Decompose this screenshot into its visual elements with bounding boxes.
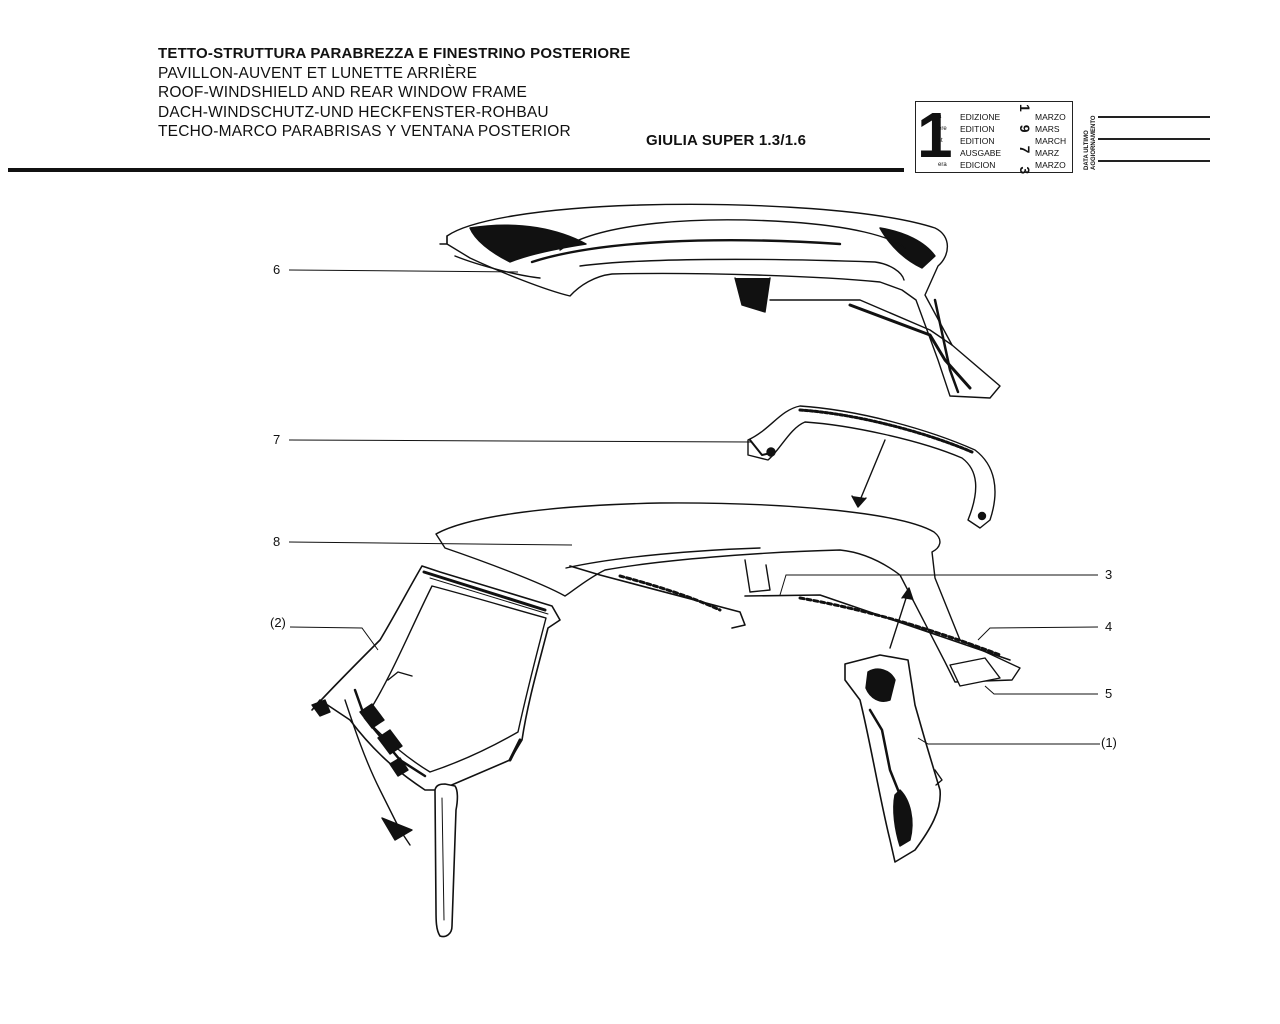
edition-suffix: ere [938, 126, 947, 132]
title-french: PAVILLON-AUVENT ET LUNETTE ARRIÈRE [158, 64, 478, 82]
callout-2: (2) [270, 615, 286, 630]
edition-label: EDITION [960, 136, 995, 146]
arrow-head [851, 495, 867, 508]
edition-suffix: era [938, 162, 947, 168]
leader-line-4 [977, 626, 1099, 641]
leader-line-6 [288, 269, 519, 273]
leader-line-1 [917, 737, 1100, 745]
leader-line-8 [288, 541, 573, 546]
rear-quarter-pillar [844, 654, 943, 863]
edition-suffix: st [938, 138, 943, 144]
title-german: DACH-WINDSCHUTZ-UND HECKFENSTER-ROHBAU [158, 103, 549, 121]
edition-month: MARZ [1035, 148, 1060, 158]
edition-month: MARS [1035, 124, 1060, 134]
leader-line-3 [779, 574, 1098, 596]
header-rule [8, 168, 904, 172]
model-name: GIULIA SUPER 1.3/1.6 [646, 132, 807, 149]
edition-label: AUSGABE [960, 148, 1002, 158]
revision-line [1098, 138, 1210, 140]
callout-8: 8 [273, 534, 281, 549]
edition-month: MARCH [1035, 136, 1067, 146]
assembly-arrow [889, 591, 909, 649]
title-block: TETTO-STRUTTURA PARABREZZA E FINESTRINO … [158, 44, 631, 142]
callout-7: 7 [273, 432, 281, 447]
revision-line [1098, 116, 1210, 118]
callout-3: 3 [1105, 567, 1113, 582]
roof-inner-panel [435, 502, 1021, 687]
edition-suffix: . [938, 150, 940, 156]
title-italian: TETTO-STRUTTURA PARABREZZA E FINESTRINO … [158, 45, 631, 62]
leader-line-5 [984, 685, 1098, 695]
arrow-head [901, 587, 914, 601]
edition-label: EDICION [960, 160, 996, 170]
leader-line-7 [288, 439, 753, 443]
callout-5: 5 [1105, 686, 1113, 701]
edition-suffix: a [938, 114, 942, 120]
edition-number: 1 [917, 99, 953, 171]
callout-6: 6 [273, 262, 281, 277]
edition-box: 1 a ere st . era EDIZIONE EDITION EDITIO… [915, 101, 1073, 173]
assembly-arrow [857, 439, 886, 506]
roof-outer-panel [439, 203, 1001, 399]
callout-1: (1) [1101, 735, 1117, 750]
callout-4: 4 [1105, 619, 1113, 634]
edition-label: EDIZIONE [960, 112, 1001, 122]
windshield-frame [311, 565, 561, 938]
leader-line-2 [289, 626, 379, 651]
revision-line [1098, 160, 1210, 162]
title-english: ROOF-WINDSHIELD AND REAR WINDOW FRAME [158, 84, 528, 101]
edition-label: EDITION [960, 124, 995, 134]
rear-window-frame [747, 405, 996, 529]
title-spanish: TECHO-MARCO PARABRISAS Y VENTANA POSTERI… [158, 123, 571, 140]
edition-month: MARZO [1035, 160, 1066, 170]
edition-month: MARZO [1035, 112, 1066, 122]
